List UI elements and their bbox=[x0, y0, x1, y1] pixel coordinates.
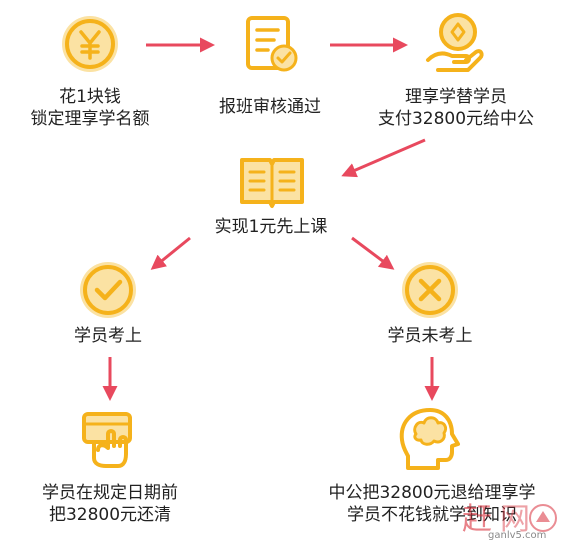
watermark-logo-icon bbox=[529, 504, 557, 532]
arrow-advance-to-attend bbox=[341, 138, 426, 178]
label-advance: 理享学替学员 支付32800元给中公 bbox=[377, 87, 535, 129]
label-fail: 学员未考上 bbox=[387, 326, 473, 346]
open-book-icon bbox=[240, 158, 304, 208]
payment-hand-icon bbox=[82, 412, 132, 468]
watermark-char-1: 赶 bbox=[462, 502, 492, 537]
hand-coin-icon bbox=[426, 13, 484, 72]
arrow-attend-to-pass bbox=[150, 236, 191, 270]
label-attend: 实现1元先上课 bbox=[214, 217, 328, 237]
yen-coin-icon bbox=[62, 16, 118, 72]
label-pay: 花1块钱 锁定理享学名额 bbox=[30, 87, 150, 129]
label-refund: 中公把32800元退给理享学 学员不花钱就学到知识 bbox=[328, 483, 536, 525]
x-circle-icon bbox=[402, 262, 458, 318]
arrow-attend-to-fail bbox=[351, 236, 395, 270]
watermark-char-2: 网 bbox=[500, 502, 530, 537]
check-circle-icon bbox=[80, 262, 136, 318]
label-enroll: 报班审核通过 bbox=[219, 97, 321, 117]
label-pass: 学员考上 bbox=[74, 326, 142, 346]
approved-document-icon bbox=[246, 16, 298, 72]
label-repay: 学员在规定日期前 把32800元还清 bbox=[42, 483, 178, 525]
watermark-url: ganlv5.com bbox=[488, 530, 547, 541]
head-brain-icon bbox=[399, 408, 460, 470]
